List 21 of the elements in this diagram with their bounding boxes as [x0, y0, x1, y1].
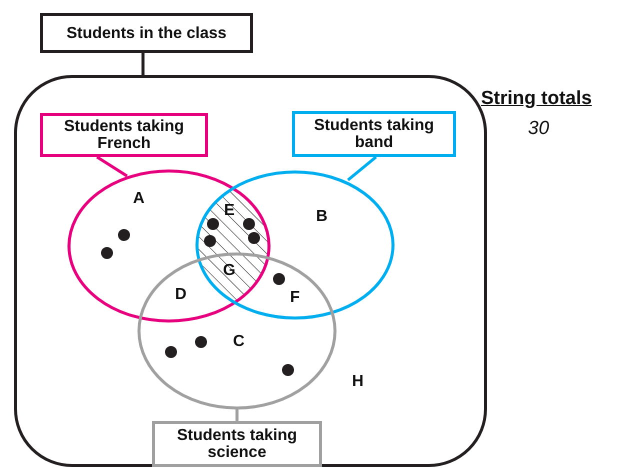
label-box: Students taking science [152, 421, 322, 467]
leader-line [236, 408, 238, 421]
label-box: Students taking band [292, 111, 456, 157]
leader-line [142, 53, 144, 75]
total-value: 30 [528, 118, 550, 140]
region-letter: D [175, 286, 187, 304]
region-letter: G [223, 262, 236, 280]
leader-line [347, 156, 377, 182]
region-letter: F [290, 289, 300, 307]
set-ellipse [136, 251, 338, 411]
heading-text: String totals [481, 88, 592, 110]
region-letter: A [133, 190, 145, 208]
set-ellipse [66, 168, 272, 324]
leader-line [96, 156, 128, 178]
region-letter: B [316, 208, 328, 226]
label-box: Students in the class [40, 13, 253, 53]
label-box: Students taking French [40, 113, 208, 157]
set-ellipse [194, 169, 396, 321]
region-letter: C [233, 333, 245, 351]
region-letter: H [352, 373, 364, 391]
region-letter: E [224, 202, 235, 220]
